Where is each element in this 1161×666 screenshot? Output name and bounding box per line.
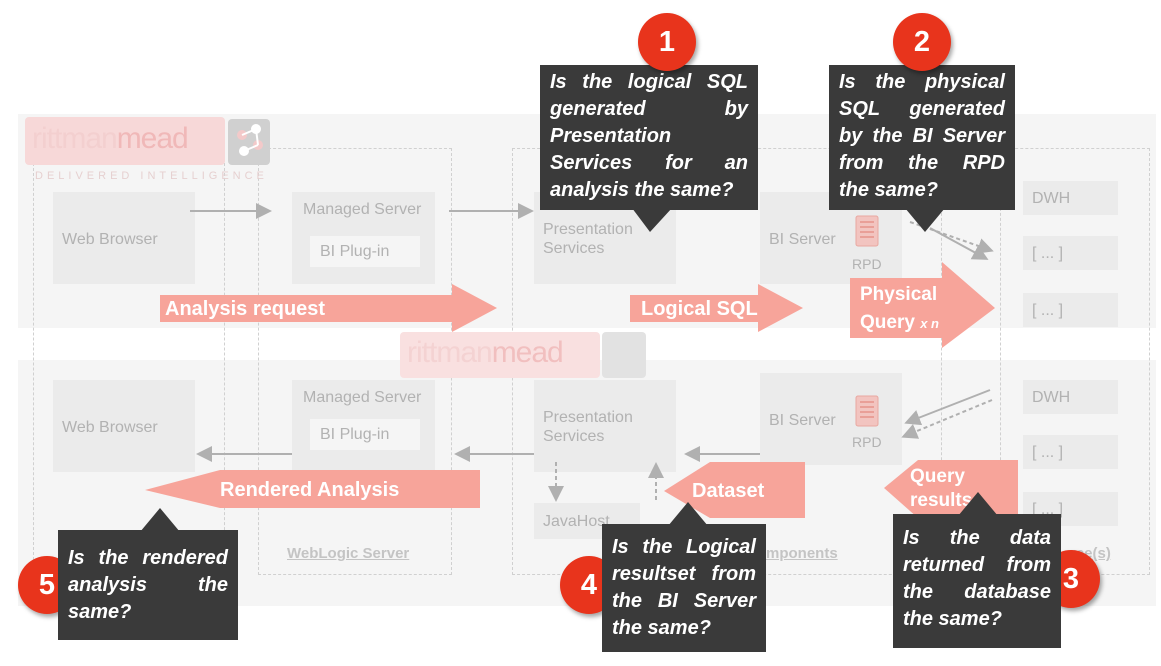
callout-1-line-2: generated by <box>550 98 748 120</box>
logical-sql-label: Logical SQL <box>641 298 758 320</box>
rpd-label-bottom: RPD <box>852 434 882 450</box>
analysis-request-arrow <box>160 284 497 332</box>
web-browser-label-bottom: Web Browser <box>62 419 158 436</box>
callout-5: Is the rendered analysis the same? <box>58 530 238 640</box>
callout-1: Is the logical SQL generated by Presenta… <box>540 65 758 210</box>
logo-text-center: rittmanmead <box>407 336 564 370</box>
source-label-bottom-3: [ ... ] <box>1032 501 1064 518</box>
callout-3-line-3: the database <box>903 581 1051 603</box>
managed-server-label-bottom: Managed Server <box>303 389 422 406</box>
logo-text-top: rittmanmead <box>32 122 189 156</box>
presentation-services-label-top-1: Presentation <box>543 221 633 238</box>
source-box-top-1: DWH <box>1023 181 1118 215</box>
bi-plugin-label-bottom: BI Plug-in <box>320 425 390 443</box>
physical-query-text: Query <box>860 312 915 333</box>
callout-3-line-2: returned from <box>903 554 1051 576</box>
logo-tagline: DELIVERED INTELLIGENCE <box>35 170 268 182</box>
callout-2-line-1: Is the physical <box>839 71 1005 93</box>
logo-badge-center <box>400 332 600 378</box>
callout-4-line-4: the same? <box>612 617 711 639</box>
callout-5-pointer <box>140 508 180 532</box>
source-box-bottom-1: DWH <box>1023 380 1118 414</box>
callout-2-pointer <box>905 208 945 232</box>
callout-3: Is the data returned from the database t… <box>893 514 1061 648</box>
bi-plugin-box-bottom: BI Plug-in <box>310 419 420 450</box>
source-label-top-3: [ ... ] <box>1032 302 1064 319</box>
managed-server-label-top: Managed Server <box>303 201 422 218</box>
rendered-analysis-label: Rendered Analysis <box>220 479 400 501</box>
callout-2: Is the physical SQL generated by the BI … <box>829 65 1015 210</box>
presentation-services-label-bottom-2: Services <box>543 428 605 445</box>
logo-badge-top <box>25 117 225 165</box>
analysis-request-label: Analysis request <box>165 298 326 320</box>
physical-query-arrow <box>850 262 995 348</box>
source-label-top-1: DWH <box>1032 190 1071 207</box>
callout-2-badge: 2 <box>893 13 951 71</box>
callout-2-line-3: by the BI Server <box>839 125 1005 147</box>
logo-brand-right: mead <box>116 122 189 155</box>
logical-sql-arrow <box>630 284 803 332</box>
callout-1-pointer <box>632 208 672 232</box>
callout-1-badge: 1 <box>638 13 696 71</box>
rpd-book-icon-bottom <box>855 395 879 427</box>
callout-1-line-4: Services for an <box>550 152 748 174</box>
source-label-bottom-1: DWH <box>1032 389 1071 406</box>
web-browser-box-bottom: Web Browser <box>53 380 195 472</box>
rendered-analysis-arrow <box>145 470 480 508</box>
dataset-label: Dataset <box>692 480 765 502</box>
callout-5-line-3: same? <box>68 601 132 623</box>
presentation-services-label-bottom-1: Presentation <box>543 409 633 426</box>
callout-1-line-3: Presentation <box>550 125 672 147</box>
callout-2-line-2: SQL generated <box>839 98 1005 120</box>
physical-query-label-1: Physical <box>860 284 938 305</box>
rpd-book-icon-top <box>855 215 879 247</box>
web-browser-box-top: Web Browser <box>53 192 195 284</box>
bi-server-label-bottom: BI Server <box>769 412 836 429</box>
physical-query-label-2: Query x n <box>860 312 939 334</box>
physical-query-suffix: x n <box>920 316 939 331</box>
query-results-label-1: Query <box>910 466 965 487</box>
callout-2-line-5: the same? <box>839 179 938 201</box>
source-box-bottom-3: [ ... ] <box>1023 492 1118 526</box>
callout-1-line-1: Is the logical SQL <box>550 71 748 93</box>
callout-3-line-4: the same? <box>903 608 1002 630</box>
callout-4-line-1: Is the Logical <box>612 536 756 558</box>
logo-mark-center <box>602 332 646 378</box>
query-results-label-2: results <box>910 490 973 511</box>
callout-3-pointer <box>958 492 998 516</box>
callout-5-line-1: Is the rendered <box>68 547 228 569</box>
callout-5-line-2: analysis the <box>68 574 228 596</box>
dataset-arrow <box>664 462 805 518</box>
callout-4-line-3: the BI Server <box>612 590 756 612</box>
source-box-top-3: [ ... ] <box>1023 293 1118 327</box>
logo-mark-top <box>228 119 270 165</box>
source-box-top-2: [ ... ] <box>1023 236 1118 270</box>
presentation-services-label-top-2: Services <box>543 240 605 257</box>
source-label-bottom-2: [ ... ] <box>1032 444 1064 461</box>
bi-plugin-label-top: BI Plug-in <box>320 242 390 260</box>
callout-4-line-2: resultset from <box>612 563 756 585</box>
logo-brand-left-center: rittman <box>407 336 493 369</box>
bi-server-label-top: BI Server <box>769 231 836 248</box>
components-label: mponents <box>766 545 838 562</box>
logo-brand-right-center: mead <box>491 336 564 369</box>
source-label-top-2: [ ... ] <box>1032 245 1064 262</box>
callout-1-line-5: analysis the same? <box>550 179 734 201</box>
source-box-bottom-2: [ ... ] <box>1023 435 1118 469</box>
presentation-services-box-bottom: Presentation Services <box>534 380 676 472</box>
web-browser-label-top: Web Browser <box>62 231 158 248</box>
rpd-label-top: RPD <box>852 256 882 272</box>
callout-4: Is the Logical resultset from the BI Ser… <box>602 524 766 652</box>
callout-3-line-1: Is the data <box>903 527 1051 549</box>
logo-nodes-icon <box>237 124 263 156</box>
javahost-label: JavaHost <box>543 513 610 530</box>
callout-2-line-4: from the RPD <box>839 152 1005 174</box>
logo-brand-left: rittman <box>32 122 118 155</box>
callout-4-pointer <box>668 502 708 526</box>
bi-plugin-box-top: BI Plug-in <box>310 236 420 267</box>
weblogic-server-label: WebLogic Server <box>287 545 410 562</box>
